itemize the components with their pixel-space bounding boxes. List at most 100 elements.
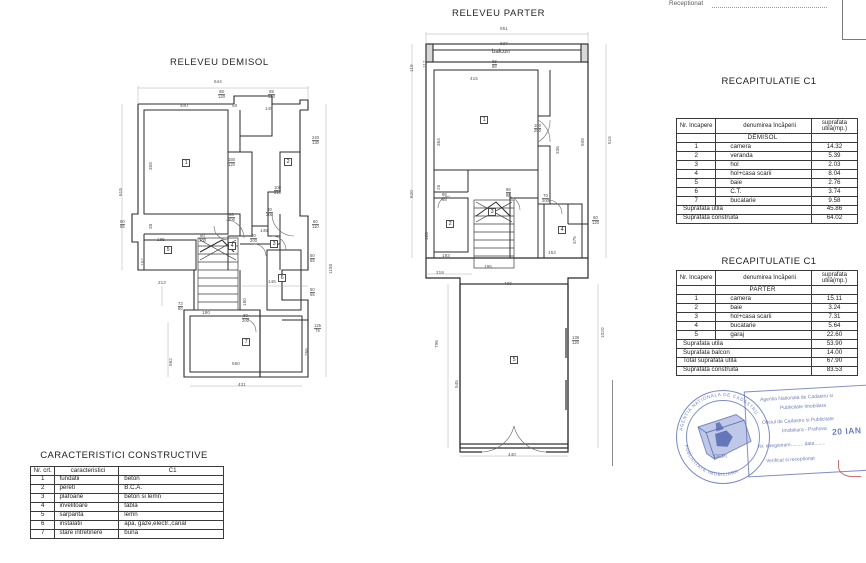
seal-center-label: OCPI — [714, 454, 728, 460]
fraction-top: 240 — [312, 135, 319, 142]
dim-demisol-top: 644 — [214, 79, 222, 84]
recap-parter-header-row: Nr. Incapere denumirea încăperii suprafa… — [675, 269, 859, 287]
recap-demisol-area-5: 2.76 — [810, 178, 859, 189]
recap-parter-title: RECAPITULATIE C1 — [721, 256, 817, 267]
table-row: 2 baie 3.24 — [675, 303, 859, 314]
fraction-bottom: 200 — [199, 238, 206, 244]
fraction-door-3: 80 200 — [250, 233, 257, 243]
dim-demisol-266: 266 — [304, 348, 309, 356]
carac-c1-6: apa, gaze,electr.,canal — [118, 519, 224, 530]
recap-demisol-sum-label-2: Suprafata construita — [676, 213, 812, 224]
fraction-top: 150 — [228, 157, 235, 164]
recap-parter-area-4: 5.64 — [810, 321, 859, 332]
caracteristici-header-row: Nr. crt. caracteristici C1 — [29, 466, 224, 476]
demisol-room-5: 5 — [164, 246, 173, 255]
fraction-bottom: 120 — [218, 94, 225, 100]
table-row-summary: Suprafata construita 64.02 — [676, 213, 859, 224]
carac-nr-4: 4 — [29, 501, 56, 512]
recap-parter-nr-1: 1 — [675, 294, 717, 305]
dim-demisol-358: 358 — [148, 162, 153, 170]
carac-nr-1: 1 — [29, 474, 56, 485]
recap-parter-sum-label-2: Suprafata balcon — [676, 348, 812, 358]
recap-demisol-nr-5: 5 — [675, 178, 717, 189]
fraction-bottom: 200 — [266, 212, 273, 218]
dim-parter-796: 796 — [434, 340, 439, 348]
receptionat-rule — [712, 7, 827, 8]
fraction-window-2: 88 120 — [268, 89, 275, 100]
receptionat-label: Receptionat — [669, 0, 704, 7]
dim-demisol-38: 38 — [148, 223, 153, 229]
carac-car-3: plafoane — [54, 492, 120, 503]
dim-parter-top-651: 651 — [500, 26, 508, 31]
parter-room-3: 3 — [488, 208, 497, 217]
recap-demisol-sum-label-1: Suprafata utila — [676, 204, 812, 215]
demisol-plan-title: RELEVEU DEMISOL — [170, 57, 269, 68]
fraction-bottom: 120 — [268, 94, 275, 100]
fraction-top: 100 — [274, 185, 281, 192]
parter-fraction-window-138-120: 138 120 — [572, 335, 579, 345]
dim-demisol-152: 152 — [140, 258, 145, 266]
recap-parter-name-4: bucatarie — [715, 321, 812, 332]
dim-parter-400: 400 — [504, 281, 512, 286]
dim-parter-515: 515 — [607, 136, 612, 144]
fraction-top: 60 — [592, 215, 599, 222]
dim-demisol-190: 190 — [202, 310, 210, 315]
fraction-bottom: 120 — [228, 162, 235, 168]
carac-nr-6: 6 — [29, 519, 56, 530]
demisol-room-2: 2 — [284, 158, 293, 167]
fraction-top: 80 — [242, 313, 249, 320]
fraction-bottom: 120 — [592, 220, 599, 226]
recap-demisol-sum-value-1: 45.86 — [810, 204, 859, 215]
fraction-bottom: 88 — [506, 192, 511, 198]
carac-nr-2: 2 — [29, 483, 56, 494]
table-row: 5 baie 2.76 — [675, 178, 859, 189]
circular-seal — [676, 390, 770, 484]
fraction-top: 70 — [542, 193, 549, 200]
fraction-top: 80 — [266, 207, 273, 214]
recap-demisol-area-7: 9.58 — [810, 196, 859, 206]
table-row: 6 instalatii apa, gaze,electr.,canal — [29, 519, 224, 530]
table-row: 3 plafoane beton si lemn — [29, 492, 224, 503]
parter-balcon-label: balcon — [492, 49, 510, 55]
caracteristici-header-nr: Nr. crt. — [29, 466, 56, 476]
fraction-top: 88 — [442, 192, 447, 199]
stamp-frame-vline — [612, 380, 613, 466]
fraction-top: 60 — [312, 219, 319, 226]
fraction-top: 88 — [492, 59, 497, 66]
carac-car-2: pereti — [54, 483, 120, 494]
recap-demisol-area-3: 2.03 — [810, 160, 859, 171]
carac-car-1: fundatii — [54, 474, 120, 485]
fraction-top: 88 — [218, 89, 225, 96]
carac-nr-7: 7 — [29, 528, 56, 539]
recap-demisol-name-5: baie — [715, 178, 812, 189]
recap-parter-section-label: PARTER — [715, 285, 812, 296]
parter-plan-title: RELEVEU PARTER — [452, 8, 546, 19]
dim-demisol-562: 562 — [168, 358, 173, 366]
fraction-door-4: 80 200 — [266, 207, 273, 218]
recap-demisol-nr-1: 1 — [675, 142, 717, 153]
fraction-window-125-75: 125 75 — [314, 323, 321, 333]
dim-parter-195: 195 — [484, 264, 492, 269]
recap-demisol-area-6: 3.74 — [810, 187, 859, 197]
recap-parter-name-2: baie — [715, 303, 812, 314]
stamp-date: 20 IAN — [831, 425, 862, 437]
demisol-room-4: 4 — [228, 242, 237, 251]
recap-parter-sum-label-3: Total suprafata utila — [676, 356, 812, 367]
fraction-top: 100 — [534, 123, 541, 130]
dim-demisol-560: 560 — [232, 361, 240, 366]
table-row: 3 hol 2.03 — [675, 160, 859, 171]
recap-demisol-name-3: hol — [715, 160, 812, 171]
recap-parter-sum-label-1: Suprafata utila — [676, 339, 812, 349]
fraction-window-50-55a: 50 55 — [310, 253, 315, 263]
circular-seal-inner-ring — [686, 400, 760, 474]
fraction-bottom: 65 — [120, 224, 125, 230]
table-row: 7 bucatarie 9.58 — [675, 196, 859, 206]
parter-fraction-door-3: 88 88 — [442, 192, 447, 202]
recap-parter-header-nr: Nr. Incapere — [675, 269, 717, 287]
table-row: 4 invelitoare tabla — [29, 501, 224, 512]
recap-parter-name-3: hol+casa scarii — [715, 312, 812, 323]
parter-room-1: 1 — [480, 116, 489, 125]
seal-emblem: AGENTIA NATIONALA DE CADASTRU PUBLICITAT… — [678, 392, 759, 477]
dim-parter-364: 364 — [436, 138, 441, 146]
fraction-top: 73 — [178, 301, 183, 308]
